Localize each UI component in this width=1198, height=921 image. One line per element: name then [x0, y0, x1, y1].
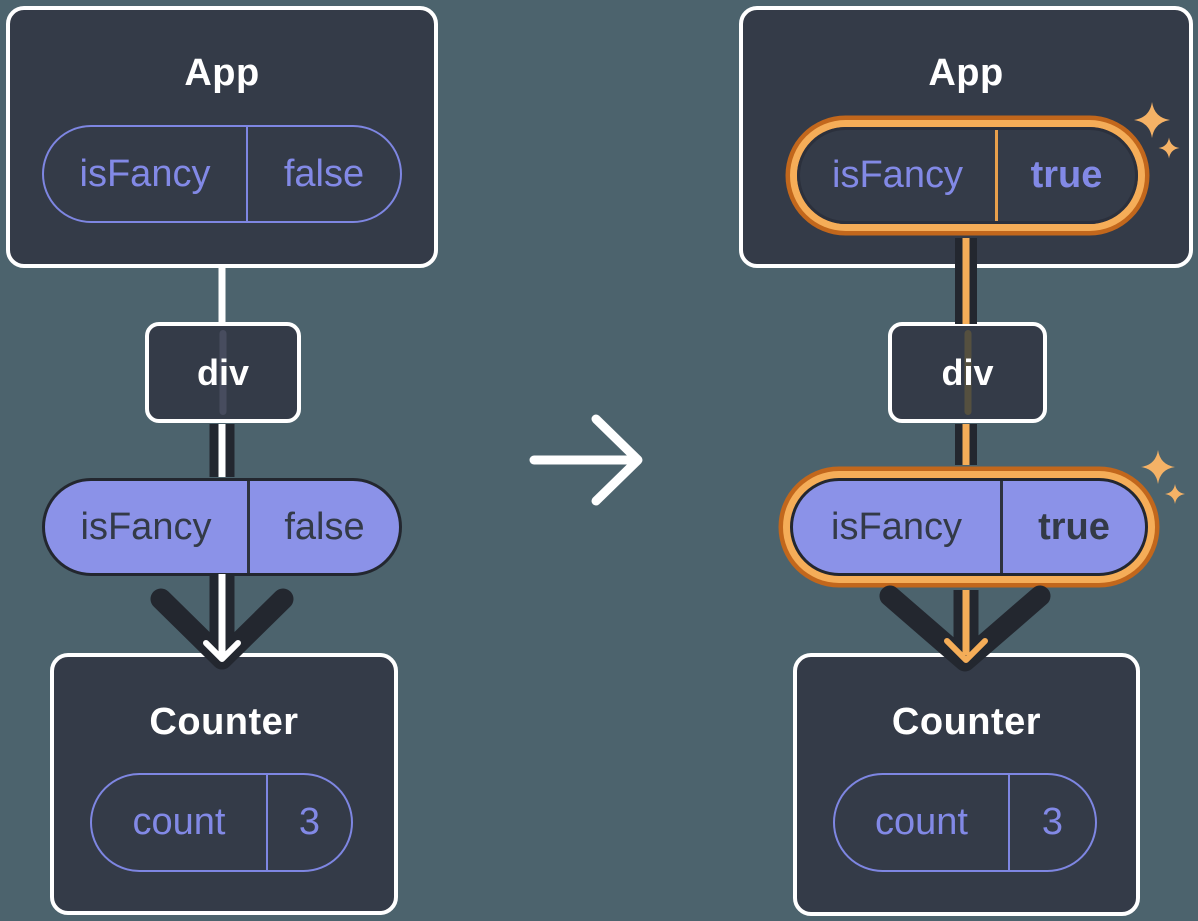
prop-line-ghost — [219, 330, 227, 415]
prop-value: false — [247, 481, 399, 573]
state-value: 3 — [266, 775, 351, 870]
counter-component-node: Counter count 3 — [793, 653, 1140, 916]
prop-value: false — [246, 127, 400, 221]
state-value: 3 — [1008, 775, 1095, 870]
app-title: App — [928, 52, 1004, 94]
prop-value: true — [995, 130, 1135, 221]
counter-component-node: Counter count 3 — [50, 653, 398, 915]
counter-state-pill: count 3 — [90, 773, 353, 872]
counter-title: Counter — [891, 701, 1042, 743]
prop-value: true — [1000, 481, 1145, 573]
div-element-node: div — [888, 322, 1047, 423]
app-prop-pill-highlighted: isFancy true — [797, 127, 1138, 224]
prop-line-ghost — [964, 330, 971, 415]
div-label: div — [196, 351, 249, 393]
prop-name: isFancy — [79, 152, 211, 195]
passed-prop-pill: isFancy false — [42, 478, 402, 576]
prop-name: isFancy — [831, 505, 962, 548]
prop-name: isFancy — [832, 154, 963, 196]
counter-title: Counter — [149, 701, 299, 743]
app-prop-pill: isFancy false — [42, 125, 402, 223]
app-component-node: App isFancy true — [739, 6, 1193, 268]
prop-name: isFancy — [80, 505, 212, 548]
app-component-node: App isFancy false — [6, 6, 438, 268]
div-label: div — [941, 351, 994, 393]
app-title: App — [184, 52, 260, 94]
div-element-node: div — [145, 322, 301, 423]
counter-state-pill: count 3 — [833, 773, 1097, 872]
state-name: count — [132, 801, 226, 843]
state-name: count — [875, 801, 968, 843]
passed-prop-pill-highlighted: isFancy true — [790, 478, 1148, 576]
